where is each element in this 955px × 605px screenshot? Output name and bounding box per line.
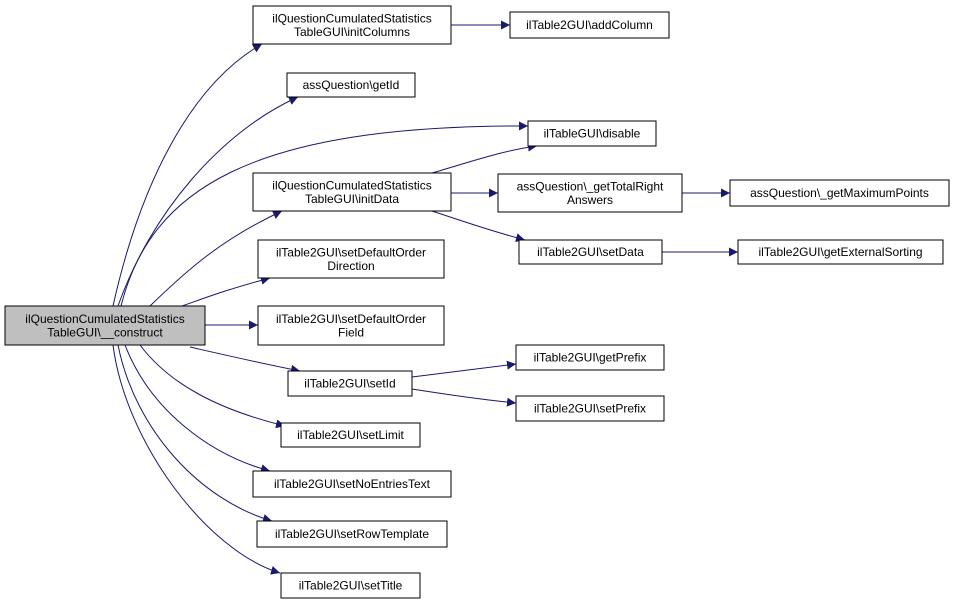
- node-getPrefix[interactable]: ilTable2GUI\getPrefix: [515, 344, 665, 371]
- edge-setId-setPrefix: [411, 388, 517, 407]
- edge-initData-setData: [431, 210, 526, 243]
- node-setNoEntriesText[interactable]: ilTable2GUI\setNoEntriesText: [252, 470, 452, 498]
- node-box: [509, 11, 670, 39]
- node-box: [515, 395, 665, 422]
- node-label: assQuestion\getId: [303, 78, 400, 92]
- node-box: [287, 370, 413, 397]
- edge-construct-setRowTemplate: [117, 344, 273, 523]
- node-box: [729, 179, 950, 207]
- node-box: [252, 172, 452, 212]
- edge-construct-disable: [120, 121, 529, 307]
- node-setRowTemplate[interactable]: ilTable2GUI\setRowTemplate: [256, 520, 448, 548]
- node-box: [256, 520, 448, 548]
- node-box: [280, 422, 421, 448]
- node-label: ilQuestionCumulatedStatistics: [272, 178, 431, 192]
- node-setData[interactable]: ilTable2GUI\setData: [518, 239, 663, 265]
- node-label: Answers: [567, 193, 613, 207]
- edge-construct-initColumns: [112, 43, 263, 307]
- node-box: [527, 120, 657, 147]
- node-box: [737, 239, 944, 265]
- node-addColumn[interactable]: ilTable2GUI\addColumn: [509, 11, 670, 39]
- node-setPrefix[interactable]: ilTable2GUI\setPrefix: [515, 395, 665, 422]
- node-getId[interactable]: assQuestion\getId: [286, 72, 416, 98]
- node-label: ilQuestionCumulatedStatistics: [25, 312, 184, 326]
- node-box: [252, 5, 452, 45]
- node-box: [257, 305, 445, 346]
- node-label: ilQuestionCumulatedStatistics: [272, 11, 431, 25]
- node-label: ilTable2GUI\setLimit: [297, 428, 404, 442]
- node-box: [286, 72, 416, 98]
- node-box: [497, 173, 683, 213]
- node-getMaximumPoints[interactable]: assQuestion\_getMaximumPoints: [729, 179, 950, 207]
- node-initColumns[interactable]: ilQuestionCumulatedStatisticsTableGUI\in…: [252, 5, 452, 45]
- node-label: ilTable2GUI\setDefaultOrder: [276, 245, 426, 259]
- node-label: TableGUI\initData: [305, 192, 399, 206]
- edge-construct-initData: [149, 210, 283, 307]
- edge-initData-disable: [431, 142, 538, 174]
- node-label: assQuestion\_getMaximumPoints: [750, 186, 929, 200]
- node-label: ilTable2GUI\setNoEntriesText: [274, 477, 431, 491]
- node-disable[interactable]: ilTableGUI\disable: [527, 120, 657, 147]
- node-box: [257, 239, 445, 279]
- node-label: ilTable2GUI\getExternalSorting: [758, 245, 922, 259]
- node-getExternalSorting[interactable]: ilTable2GUI\getExternalSorting: [737, 239, 944, 265]
- node-label: ilTable2GUI\setId: [304, 377, 395, 391]
- node-label: ilTableGUI\disable: [544, 127, 641, 141]
- node-box: [518, 239, 663, 265]
- node-initData[interactable]: ilQuestionCumulatedStatisticsTableGUI\in…: [252, 172, 452, 212]
- node-box: [252, 470, 452, 498]
- edge-setId-getPrefix: [411, 360, 517, 378]
- node-construct[interactable]: ilQuestionCumulatedStatisticsTableGUI\__…: [4, 305, 206, 346]
- node-label: ilTable2GUI\setDefaultOrder: [276, 312, 426, 326]
- node-label: Direction: [327, 259, 374, 273]
- node-label: ilTable2GUI\addColumn: [526, 18, 653, 32]
- edge-construct-setNoEntriesText: [124, 344, 271, 474]
- edge-construct-setTitle: [112, 344, 281, 575]
- node-label: assQuestion\_getTotalRight: [517, 179, 664, 193]
- node-setId[interactable]: ilTable2GUI\setId: [287, 370, 413, 397]
- node-label: ilTable2GUI\setData: [537, 245, 644, 259]
- node-label: ilTable2GUI\getPrefix: [534, 351, 647, 365]
- edge-construct-setId: [189, 346, 301, 374]
- node-label: ilTable2GUI\setPrefix: [534, 402, 646, 416]
- node-box: [515, 344, 665, 371]
- edge-construct-setDefaultOrderDirection: [181, 275, 271, 307]
- node-label: TableGUI\initColumns: [294, 25, 410, 39]
- node-box: [4, 305, 206, 346]
- node-box: [280, 572, 421, 599]
- node-label: Field: [338, 325, 364, 339]
- call-edges: [112, 20, 738, 575]
- node-setLimit[interactable]: ilTable2GUI\setLimit: [280, 422, 421, 448]
- edge-construct-setLimit: [139, 344, 286, 429]
- node-setTitle[interactable]: ilTable2GUI\setTitle: [280, 572, 421, 599]
- node-label: ilTable2GUI\setTitle: [299, 579, 403, 593]
- call-graph-nodes: ilQuestionCumulatedStatisticsTableGUI\__…: [4, 5, 950, 599]
- node-label: TableGUI\__construct: [47, 325, 163, 339]
- node-label: ilTable2GUI\setRowTemplate: [275, 527, 429, 541]
